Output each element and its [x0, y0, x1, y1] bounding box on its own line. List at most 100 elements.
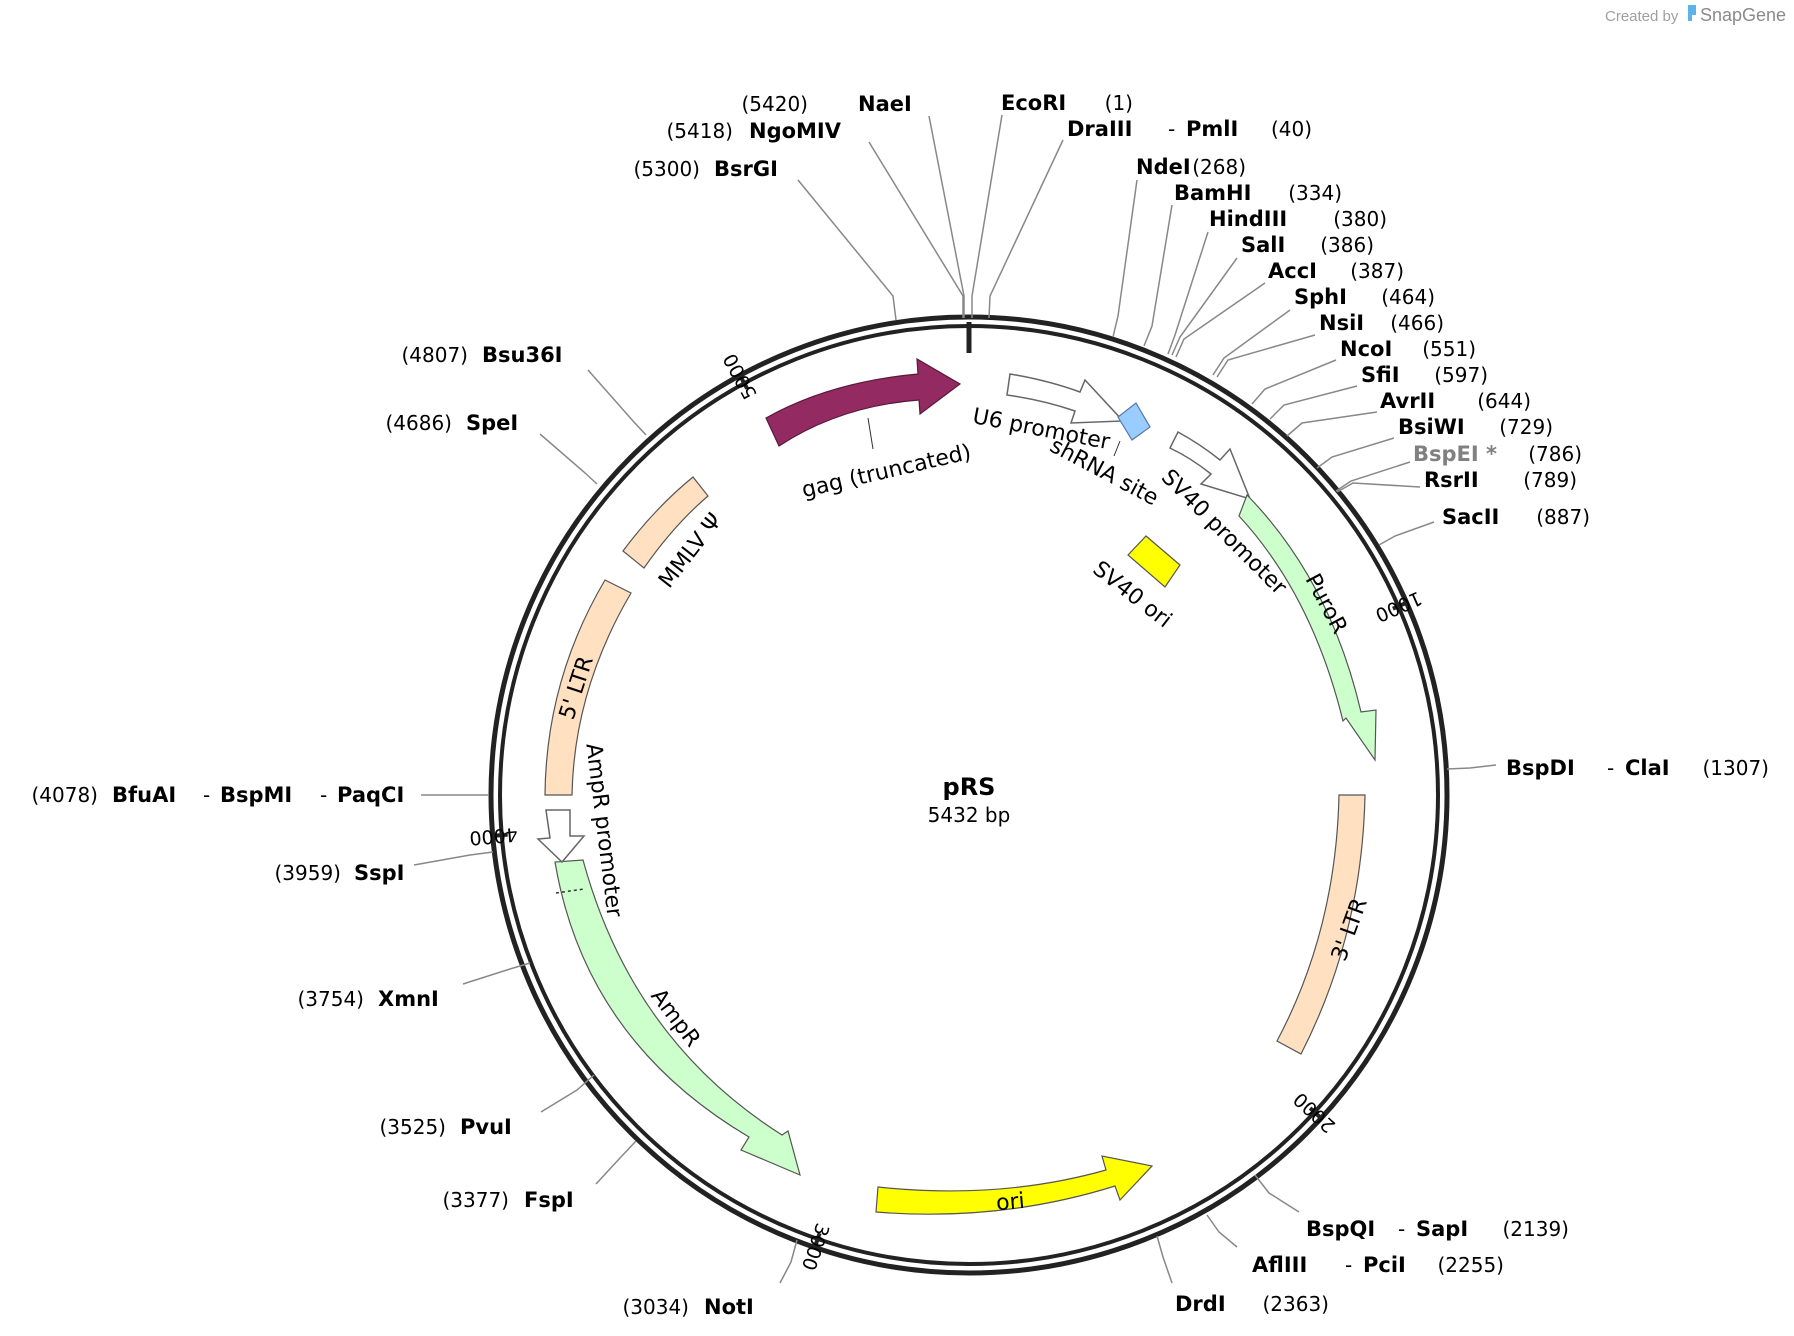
site-nsii[interactable]: NsiI (466)	[1216, 311, 1444, 378]
feature-sv40-promoter[interactable]: SV40 promoter	[1156, 430, 1292, 601]
site-bfuai-bspmi-paqci[interactable]: (4078) BfuAI - BspMI - PaqCI	[31, 783, 488, 807]
feature-gag[interactable]: gag (truncated)	[765, 357, 974, 503]
site-pos-nsii: (466)	[1390, 311, 1444, 335]
site-name-ecori: EcoRI	[1001, 91, 1066, 115]
plasmid-length: 5432 bp	[928, 803, 1011, 827]
site-name-bfuai: BfuAI	[112, 783, 176, 807]
site-pos-hindiii: (380)	[1333, 207, 1387, 231]
site-ncoi[interactable]: NcoI (551)	[1251, 337, 1476, 405]
site-sali[interactable]: SalI (386)	[1171, 233, 1374, 356]
site-acci[interactable]: AccI (387)	[1175, 259, 1404, 358]
site-name-sphi: SphI	[1294, 285, 1347, 309]
site-name-pcii: PciI	[1363, 1253, 1406, 1277]
site-pos-bamhi: (334)	[1288, 181, 1342, 205]
site-ecori[interactable]: EcoRI (1)	[971, 91, 1133, 318]
site-name-acci: AccI	[1268, 259, 1317, 283]
site-sfii[interactable]: SfiI (597)	[1269, 363, 1488, 420]
site-bsrgi[interactable]: (5300) BsrGI	[633, 157, 897, 321]
site-bamhi[interactable]: BamHI (334)	[1143, 181, 1342, 347]
site-pos-bspei: (786)	[1528, 442, 1582, 466]
site-pos-bsu36i: (4807)	[401, 343, 468, 367]
site-spei[interactable]: (4686) SpeI	[385, 411, 598, 485]
site-bsu36i[interactable]: (4807) Bsu36I	[401, 343, 647, 436]
site-pos-avrii: (644)	[1477, 389, 1531, 413]
site-sphi[interactable]: SphI (464)	[1212, 285, 1435, 376]
site-name-sali: SalI	[1241, 233, 1285, 257]
site-pos-bspdi-clai: (1307)	[1702, 756, 1769, 780]
site-pos-pvui: (3525)	[379, 1115, 446, 1139]
site-dash-bspqi-sapi: -	[1398, 1217, 1405, 1241]
site-drdi[interactable]: DrdI (2363)	[1156, 1235, 1329, 1316]
site-sspi[interactable]: (3959) SspI	[274, 851, 494, 885]
site-fspi[interactable]: (3377) FspI	[442, 1140, 637, 1212]
tick-mark	[1308, 1106, 1323, 1120]
site-pos-naei: (5420)	[741, 92, 808, 116]
site-afliii-pcii[interactable]: AflIII - PciI (2255)	[1206, 1214, 1504, 1277]
site-naei[interactable]: (5420) NaeI	[741, 92, 965, 318]
site-bspqi-sapi[interactable]: BspQI - SapI (2139)	[1254, 1174, 1569, 1241]
site-rsrii[interactable]: RsrII (789)	[1336, 468, 1577, 493]
site-bsiwi[interactable]: BsiWI (729)	[1316, 415, 1553, 469]
site-draiii-pmli[interactable]: DraIII - PmlI (40)	[988, 117, 1312, 319]
credit-prefix: Created by	[1605, 8, 1679, 25]
feature-ori[interactable]: ori	[875, 1155, 1154, 1216]
tick-mark	[1392, 600, 1408, 611]
site-name-sfii: SfiI	[1361, 363, 1400, 387]
site-dash-bfuai-bspmi: -	[203, 783, 210, 807]
backbone-outer-ring	[488, 314, 1450, 1276]
site-name-bspdi: BspDI	[1506, 756, 1575, 780]
site-pos-drdi: (2363)	[1262, 1292, 1329, 1316]
snapgene-logo-icon	[1688, 5, 1696, 21]
site-bspdi-clai[interactable]: BspDI - ClaI (1307)	[1446, 756, 1769, 780]
site-name-sacii: SacII	[1442, 505, 1499, 529]
site-bspei[interactable]: BspEI * (786)	[1335, 442, 1582, 492]
site-dash-bspmi-paqci: -	[320, 783, 327, 807]
site-pos-bfuai: (4078)	[31, 783, 98, 807]
site-pos-bspqi-sapi: (2139)	[1502, 1217, 1569, 1241]
feature-sv40-ori[interactable]: SV40 ori	[1088, 535, 1181, 633]
feature-u6-promoter[interactable]: U6 promoter	[971, 373, 1125, 455]
site-name-ncoi: NcoI	[1340, 337, 1392, 361]
plasmid-name: pRS	[943, 773, 996, 801]
site-pos-afliii-pcii: (2255)	[1437, 1253, 1504, 1277]
site-noti[interactable]: (3034) NotI	[622, 1239, 798, 1319]
site-name-drdi: DrdI	[1175, 1292, 1226, 1316]
site-ndei[interactable]: NdeI (268)	[1112, 155, 1246, 338]
feature-label-gag: gag (truncated)	[800, 440, 974, 503]
backbone	[488, 314, 1450, 1276]
site-pos-draiii-pmli: (40)	[1271, 117, 1312, 141]
snapgene-credit: Created by SnapGene	[1605, 5, 1786, 25]
site-pos-sphi: (464)	[1381, 285, 1435, 309]
restriction-sites: (5420) NaeI (5418) NgoMIV (5300) BsrGI E…	[31, 91, 1769, 1319]
site-name-clai: ClaI	[1625, 756, 1670, 780]
feature-mmlv-psi[interactable]: MMLV Ψ	[622, 476, 728, 593]
site-pos-fspi: (3377)	[442, 1188, 509, 1212]
feature-puror[interactable]: PuroR	[1238, 493, 1377, 762]
site-name-xmni: XmnI	[378, 987, 439, 1011]
tick-mark	[812, 1232, 822, 1249]
site-xmni[interactable]: (3754) XmnI	[297, 962, 531, 1011]
site-name-bamhi: BamHI	[1174, 181, 1251, 205]
tick-mark	[492, 832, 508, 838]
site-name-bsiwi: BsiWI	[1398, 415, 1465, 439]
site-name-ndei: NdeI	[1136, 155, 1191, 179]
site-name-afliii: AflIII	[1252, 1253, 1307, 1277]
site-name-pmli: PmlI	[1186, 117, 1238, 141]
site-pos-bsiwi: (729)	[1499, 415, 1553, 439]
site-name-ngomiv: NgoMIV	[749, 119, 842, 143]
site-name-hindiii: HindIII	[1209, 207, 1287, 231]
site-sacii[interactable]: SacII (887)	[1378, 505, 1590, 546]
site-pvui[interactable]: (3525) PvuI	[379, 1074, 595, 1139]
site-ngomiv[interactable]: (5418) NgoMIV	[666, 119, 964, 318]
feature-ampr[interactable]: AmpR	[554, 859, 801, 1177]
site-name-naei: NaeI	[858, 92, 912, 116]
site-name-draiii: DraIII	[1067, 117, 1132, 141]
site-dash-draiii-pmli: -	[1168, 117, 1175, 141]
feature-3-ltr[interactable]: 3' LTR	[1276, 794, 1373, 1055]
site-pos-ncoi: (551)	[1422, 337, 1476, 361]
site-pos-acci: (387)	[1350, 259, 1404, 283]
site-hindiii[interactable]: HindIII (380)	[1167, 207, 1387, 355]
site-avrii[interactable]: AvrII (644)	[1286, 389, 1531, 437]
site-pos-xmni: (3754)	[297, 987, 364, 1011]
